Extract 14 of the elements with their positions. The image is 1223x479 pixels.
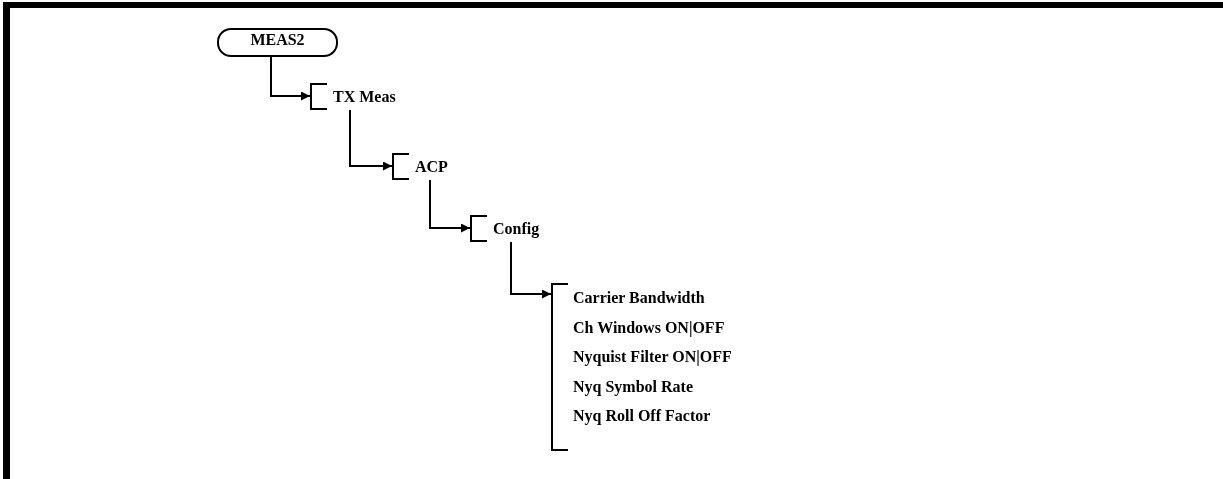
menu-label: Nyquist Filter ON|OFF bbox=[573, 347, 732, 368]
menu-label: Carrier Bandwidth bbox=[573, 288, 705, 308]
menu-label: Nyq Roll Off Factor bbox=[573, 406, 711, 427]
connector-arrow bbox=[270, 56, 311, 101]
menu-label: ACP bbox=[415, 156, 448, 177]
connector-arrow bbox=[349, 109, 393, 171]
menu-label: MEAS2 bbox=[250, 30, 305, 50]
menu-pill bbox=[217, 28, 338, 57]
menu-label: Ch Windows ON|OFF bbox=[573, 317, 725, 339]
menu-label: Config bbox=[493, 218, 540, 239]
menu-label: Nyq Symbol Rate bbox=[573, 376, 693, 398]
menu-label: TX Meas bbox=[333, 86, 396, 107]
connector-arrow bbox=[429, 179, 471, 233]
connector-arrow bbox=[510, 241, 552, 299]
